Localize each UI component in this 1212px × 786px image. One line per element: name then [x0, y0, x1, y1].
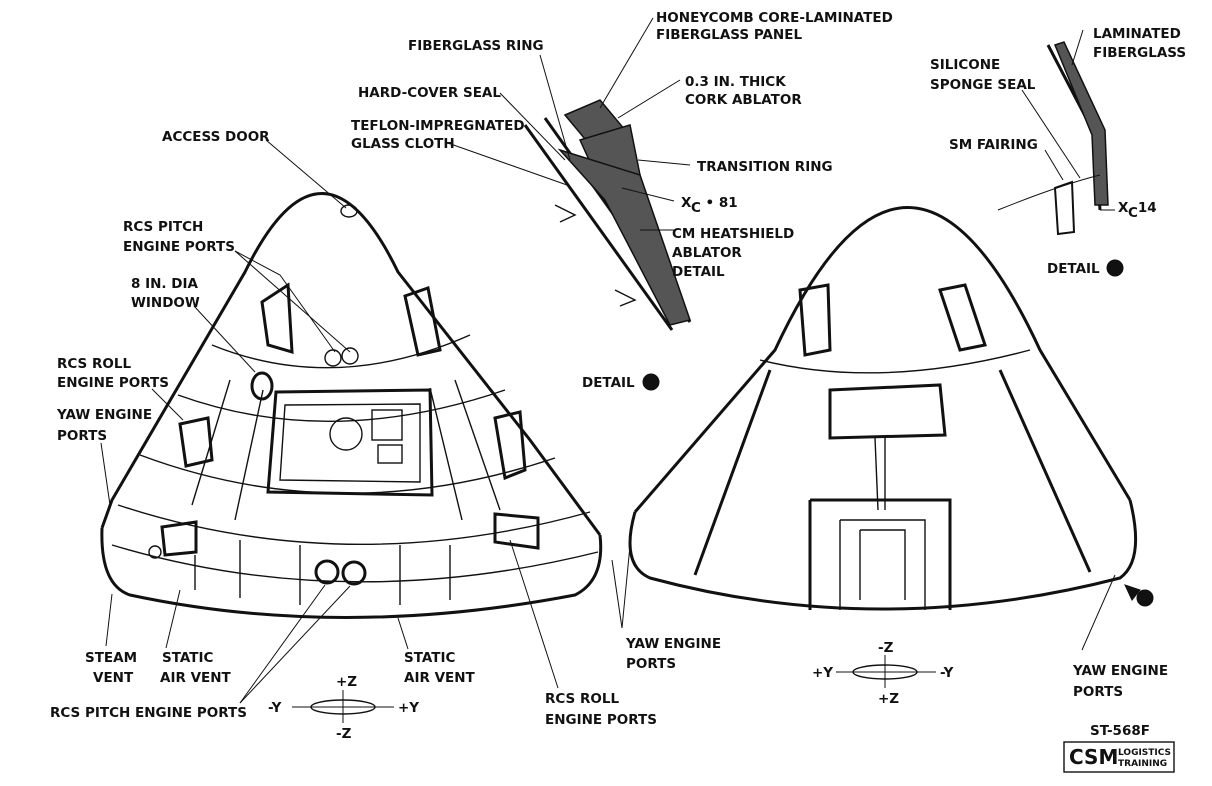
- label-rcs-pitch-upper-1: RCS PITCH: [123, 219, 203, 235]
- axis-right-left-label: +Y: [812, 665, 833, 681]
- label-xc81-sub: C: [691, 200, 701, 216]
- label-xc81: XC • 81: [681, 195, 738, 216]
- label-yaw-left-2: PORTS: [57, 428, 107, 444]
- label-teflon-2: GLASS CLOTH: [351, 136, 455, 152]
- label-yaw-mid-2: PORTS: [626, 656, 676, 672]
- label-cm-heatshield-2: ABLATOR: [672, 245, 742, 261]
- label-honeycomb-2: FIBERGLASS PANEL: [656, 27, 802, 43]
- label-xc14-val: 14: [1138, 200, 1157, 216]
- label-cm-heatshield-3: DETAIL: [672, 264, 725, 280]
- label-window-2: WINDOW: [131, 295, 200, 311]
- label-rcs-pitch-upper-2: ENGINE PORTS: [123, 239, 235, 255]
- csm-logistics-training-logo: CSM LOGISTICS TRAINING: [1063, 741, 1175, 773]
- logo-sub-text-1: LOGISTICS: [1118, 748, 1171, 758]
- label-fiberglass-ring: FIBERGLASS RING: [408, 38, 544, 54]
- label-transition-ring: TRANSITION RING: [697, 159, 833, 175]
- axis-left-right-label: +Y: [398, 700, 419, 716]
- label-xc14-main: X: [1118, 200, 1129, 216]
- label-laminated-1: LAMINATED: [1093, 26, 1181, 42]
- label-yaw-mid-1: YAW ENGINE: [625, 636, 721, 652]
- label-cork-1: 0.3 IN. THICK: [685, 74, 786, 90]
- label-yaw-right-1: YAW ENGINE: [1072, 663, 1168, 679]
- label-cm-heatshield-1: CM HEATSHIELD: [672, 226, 794, 242]
- logo-main-text: CSM: [1069, 745, 1118, 769]
- detail-b-marker-icon: [1106, 259, 1124, 277]
- label-silicone-2: SPONGE SEAL: [930, 77, 1036, 93]
- detail-b-fairing-illustration: [997, 41, 1109, 236]
- label-static-right-1: STATIC: [404, 650, 456, 666]
- label-detail-b: DETAIL: [1047, 261, 1100, 277]
- callout-labels: HONEYCOMB CORE-LAMINATED FIBERGLASS PANE…: [50, 10, 1186, 739]
- document-number: ST-568F: [1090, 723, 1150, 739]
- left-axis-indicator: +Z -Z -Y +Y: [268, 674, 419, 742]
- label-rcs-roll-left-2: ENGINE PORTS: [57, 375, 169, 391]
- label-xc81-main: X: [681, 195, 692, 211]
- label-cork-2: CORK ABLATOR: [685, 92, 802, 108]
- label-rcs-roll-lower-2: ENGINE PORTS: [545, 712, 657, 728]
- label-static-right-2: AIR VENT: [404, 670, 476, 686]
- axis-left-left-label: -Y: [268, 700, 282, 716]
- label-sm-fairing: SM FAIRING: [949, 137, 1038, 153]
- label-steam-1: STEAM: [85, 650, 137, 666]
- axis-right-top-label: -Z: [878, 640, 894, 656]
- label-xc81-val: • 81: [701, 195, 738, 211]
- label-silicone-1: SILICONE: [930, 57, 1000, 73]
- label-static-left-1: STATIC: [162, 650, 214, 666]
- label-laminated-2: FIBERGLASS: [1093, 45, 1186, 61]
- label-xc14-sub: C: [1128, 205, 1138, 221]
- right-command-module-view: [628, 206, 1154, 611]
- logo-sub-text-2: TRAINING: [1118, 759, 1167, 769]
- leader-lines: [100, 17, 1116, 704]
- label-yaw-left-1: YAW ENGINE: [56, 407, 152, 423]
- label-rcs-roll-left-1: RCS ROLL: [57, 356, 131, 372]
- label-rcs-pitch-lower: RCS PITCH ENGINE PORTS: [50, 705, 247, 721]
- label-rcs-roll-lower-1: RCS ROLL: [545, 691, 619, 707]
- label-yaw-right-2: PORTS: [1073, 684, 1123, 700]
- label-steam-2: VENT: [93, 670, 134, 686]
- detail-a-heatshield-illustration: [523, 99, 692, 331]
- detail-a-marker-icon: [642, 373, 660, 391]
- right-axis-indicator: -Z +Z +Y -Y: [812, 640, 954, 707]
- label-xc14: XC14: [1118, 200, 1157, 221]
- label-static-left-2: AIR VENT: [160, 670, 232, 686]
- axis-left-top-label: +Z: [336, 674, 357, 690]
- window-shape: [250, 371, 274, 401]
- access-door-shape: [340, 204, 358, 218]
- axis-right-right-label: -Y: [940, 665, 954, 681]
- axis-left-bottom-label: -Z: [336, 726, 352, 742]
- label-access-door: ACCESS DOOR: [162, 129, 270, 145]
- label-detail-a: DETAIL: [582, 375, 635, 391]
- axis-right-bottom-label: +Z: [878, 691, 899, 707]
- label-window-1: 8 IN. DIA: [131, 276, 198, 292]
- label-teflon-1: TEFLON-IMPREGNATED: [351, 118, 525, 134]
- label-hard-cover-seal: HARD-COVER SEAL: [358, 85, 501, 101]
- left-command-module-view: [100, 192, 603, 619]
- label-honeycomb-1: HONEYCOMB CORE-LAMINATED: [656, 10, 893, 26]
